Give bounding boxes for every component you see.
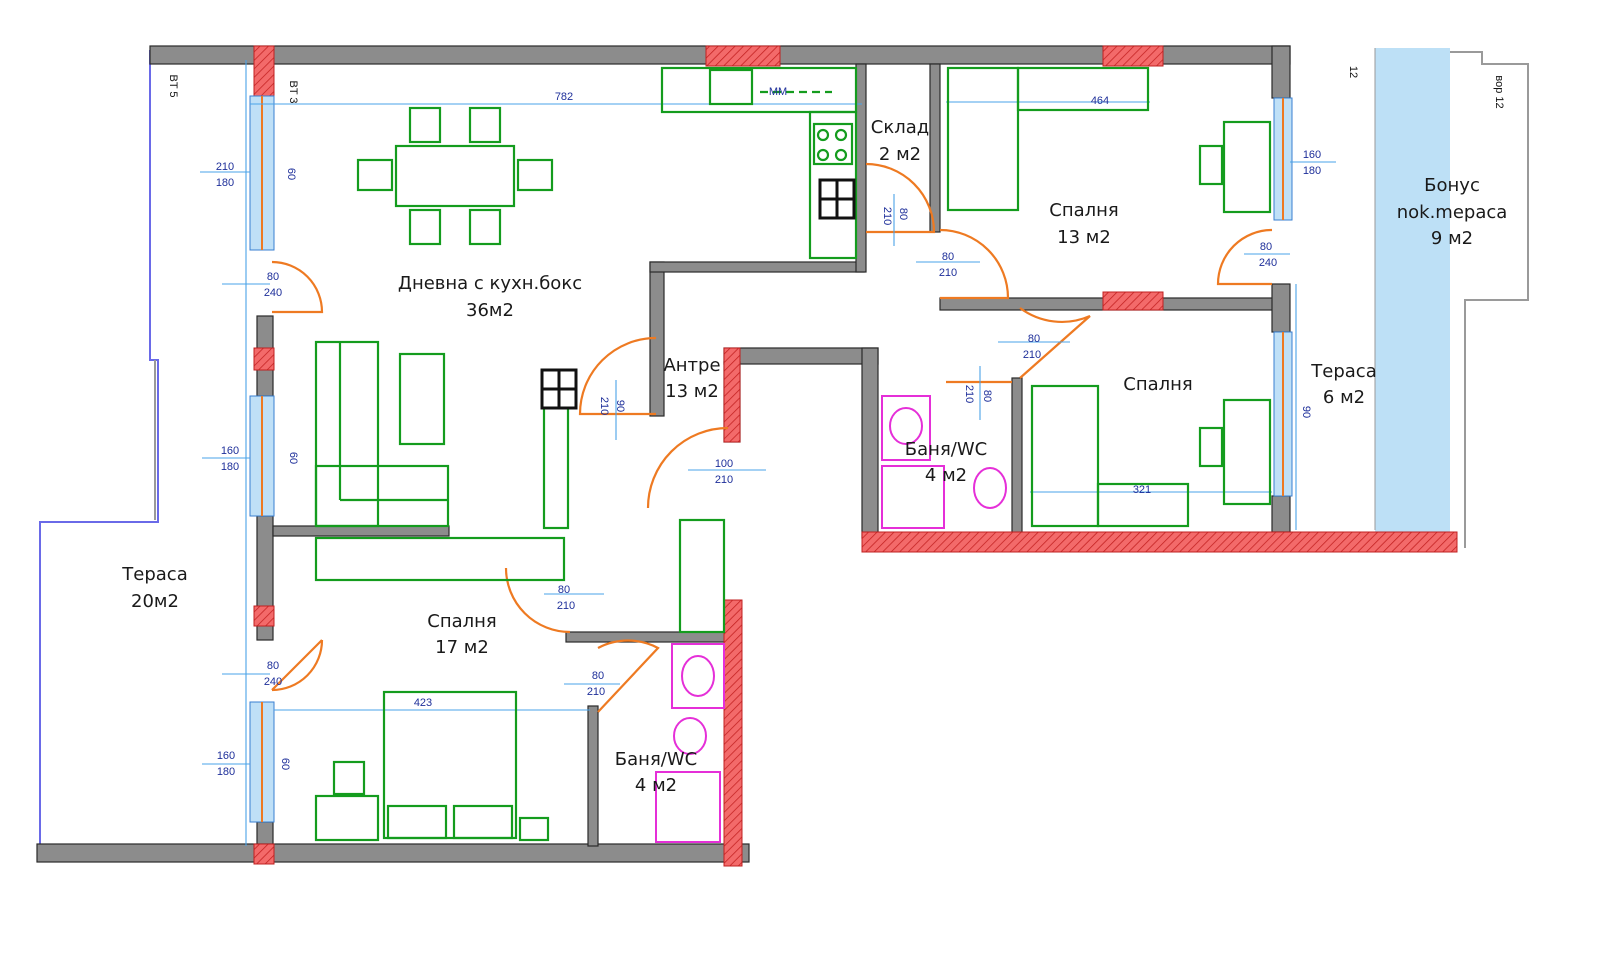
- terrace-e-area: 6 м2: [1323, 387, 1365, 408]
- terrace-e-name: Тераса: [1310, 361, 1376, 382]
- bonus-terrace-area-label: 9 м2: [1431, 228, 1473, 249]
- dim-win2-w: 160: [221, 445, 239, 457]
- dimension-lines: [200, 60, 1336, 846]
- furniture: [314, 66, 1272, 842]
- living-room-area: 36м2: [466, 300, 514, 321]
- terrace-w-name: Тераса: [121, 564, 187, 585]
- bonus-terrace-name: Бонус: [1424, 175, 1480, 196]
- bonus-terrace-sub: nok.mepaca: [1397, 202, 1508, 223]
- dim-win2-sill: 60: [287, 452, 299, 464]
- bonus-terrace-area: [1375, 48, 1450, 536]
- dim-nr-win-w: 160: [1303, 149, 1321, 161]
- dim-er-sill: 90: [1300, 406, 1312, 418]
- dim-win3-w: 160: [217, 750, 235, 762]
- dim-top-span: 782: [555, 91, 573, 103]
- dim-store-door-w: 80: [897, 208, 909, 220]
- dim-door1-h: 240: [264, 287, 282, 299]
- columns: [253, 45, 1458, 867]
- dim-door2-w: 80: [267, 660, 279, 672]
- dim-span-321: 321: [1133, 484, 1151, 496]
- dim-door2-h: 240: [264, 676, 282, 688]
- living-room-name: Дневна с кухн.бокс: [398, 273, 582, 294]
- hall-area: 13 м2: [665, 381, 719, 402]
- west-terrace-outline: [39, 50, 159, 860]
- dim-win1-w: 210: [216, 161, 234, 173]
- dim-win2-h: 180: [221, 461, 239, 473]
- kitchen-mm-label: MM: [769, 86, 787, 98]
- code-12: 12: [1347, 66, 1359, 78]
- dim-nr-door-w: 80: [1260, 241, 1272, 253]
- dim-e-door-w: 80: [1028, 333, 1040, 345]
- dim-ne-door-w: 80: [942, 251, 954, 263]
- dim-store-door-h: 210: [881, 207, 893, 225]
- bath-e-name: Баня/WC: [905, 439, 987, 460]
- dim-bath-door-h: 210: [963, 385, 975, 403]
- walls: [36, 45, 1291, 863]
- dim-bs-door-h: 210: [587, 686, 605, 698]
- dim-entry-w: 100: [715, 458, 733, 470]
- bedroom-ne-area: 13 м2: [1057, 227, 1111, 248]
- dim-win3-sill: 60: [279, 758, 291, 770]
- dim-hall-door-w: 90: [614, 400, 626, 412]
- dim-ne-door-h: 210: [939, 267, 957, 279]
- dim-bs-door-w: 80: [592, 670, 604, 682]
- bath-e-area: 4 м2: [925, 465, 967, 486]
- terrace-w-area: 20м2: [131, 591, 179, 612]
- dim-entry-h: 210: [715, 474, 733, 486]
- dim-door1-w: 80: [267, 271, 279, 283]
- dim-span-423: 423: [414, 697, 432, 709]
- bath-s-name: Баня/WC: [615, 749, 697, 770]
- bath-s-area: 4 м2: [635, 775, 677, 796]
- bedroom-ne-name: Спалня: [1049, 200, 1118, 221]
- storage-name: Склад: [871, 117, 929, 138]
- dim-win1-sill: 60: [285, 168, 297, 180]
- dim-win3-h: 180: [217, 766, 235, 778]
- code-vor12: вор 12: [1493, 75, 1505, 108]
- bedroom-e-name: Спалня: [1123, 374, 1192, 395]
- hall-name: Антре: [663, 355, 720, 376]
- dim-nr-door-h: 240: [1259, 257, 1277, 269]
- dim-span-464: 464: [1091, 95, 1109, 107]
- code-vt3: BT 3: [287, 80, 299, 103]
- dim-nr-win-h: 180: [1303, 165, 1321, 177]
- dim-bath-door-w: 80: [981, 390, 993, 402]
- storage-area: 2 м2: [879, 144, 921, 165]
- sanitary-fixtures: [655, 395, 1007, 843]
- dim-sw-door-w: 80: [558, 584, 570, 596]
- dim-sw-door-h: 210: [557, 600, 575, 612]
- east-terrace-outline: [1374, 48, 1529, 548]
- doors: [271, 162, 1273, 713]
- bedroom-sw-name: Спалня: [427, 611, 496, 632]
- bedroom-sw-area: 17 м2: [435, 637, 489, 658]
- dim-e-door-h: 210: [1023, 349, 1041, 361]
- windows: [249, 95, 1293, 823]
- dim-win1-h: 180: [216, 177, 234, 189]
- dim-hall-door-h: 210: [598, 397, 610, 415]
- code-vt5: BT 5: [167, 74, 179, 97]
